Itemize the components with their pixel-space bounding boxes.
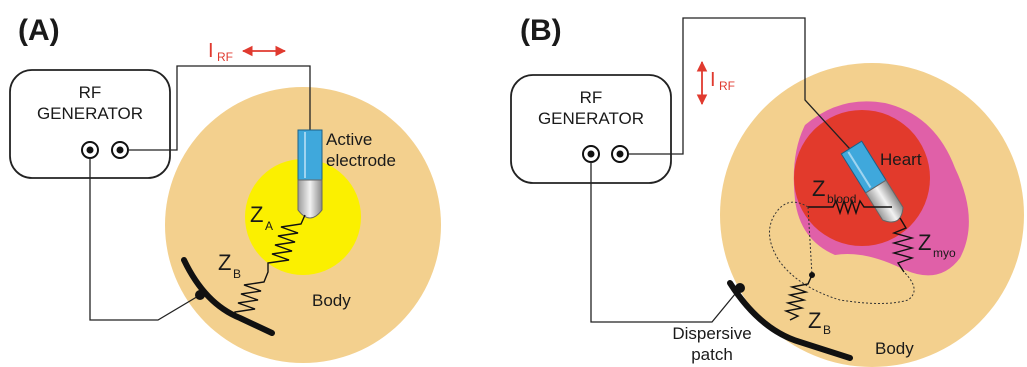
zblood-label-sub: blood [827, 192, 856, 206]
return-wire [590, 162, 741, 323]
zb-label: Z [808, 308, 821, 333]
active-wire [128, 65, 311, 151]
generator-label-line2: GENERATOR [37, 104, 143, 123]
current-path-branch [807, 206, 813, 276]
active-electrode-label-line2: electrode [326, 151, 396, 170]
dispersive-label-line1: Dispersive [672, 324, 751, 343]
zblood-label: Z [812, 176, 825, 201]
heart-label: Heart [880, 150, 922, 169]
resistor-chain [234, 214, 306, 319]
dispersive-label-line2: patch [691, 345, 733, 364]
electrode-zone [245, 159, 361, 275]
panel-b-label: (B) [520, 14, 562, 47]
active-wire [628, 17, 861, 161]
generator-label-line1: RF [580, 88, 603, 107]
zb-label-sub: B [233, 267, 241, 281]
generator-label-line1: RF [79, 83, 102, 102]
connector-icon [611, 145, 629, 163]
current-label-sub: RF [217, 50, 233, 64]
body-label: Body [312, 291, 351, 310]
panel-a: (A) RF GENERATOR I RF Active [9, 14, 441, 363]
connector-icon [582, 145, 600, 163]
za-label-sub: A [265, 219, 273, 233]
dispersive-patch [181, 257, 275, 336]
generator-label-line2: GENERATOR [538, 109, 644, 128]
patch-junction [735, 283, 745, 293]
zmyo-resistor [891, 217, 915, 273]
zb-label-sub: B [823, 323, 831, 337]
connector-icon [81, 141, 99, 159]
patch-junction [195, 290, 205, 300]
current-label: I [710, 69, 716, 91]
panel-a-label: (A) [18, 14, 60, 47]
body-label: Body [875, 339, 914, 358]
return-wire [89, 158, 201, 321]
zmyo-label-sub: myo [933, 246, 956, 260]
zmyo-label: Z [918, 230, 931, 255]
zb-resistor [783, 274, 813, 321]
current-label: I [208, 40, 214, 62]
za-label: Z [250, 202, 263, 227]
dispersive-patch [727, 280, 853, 361]
panel-b: (B) RF GENERATOR I RF He [510, 14, 1024, 367]
active-electrode [297, 129, 323, 219]
connector-icon [111, 141, 129, 159]
current-label-sub: RF [719, 79, 735, 93]
zblood-resistor [808, 198, 892, 216]
active-electrode-label-line1: Active [326, 130, 372, 149]
zb-label: Z [218, 250, 231, 275]
catheter [840, 140, 904, 223]
